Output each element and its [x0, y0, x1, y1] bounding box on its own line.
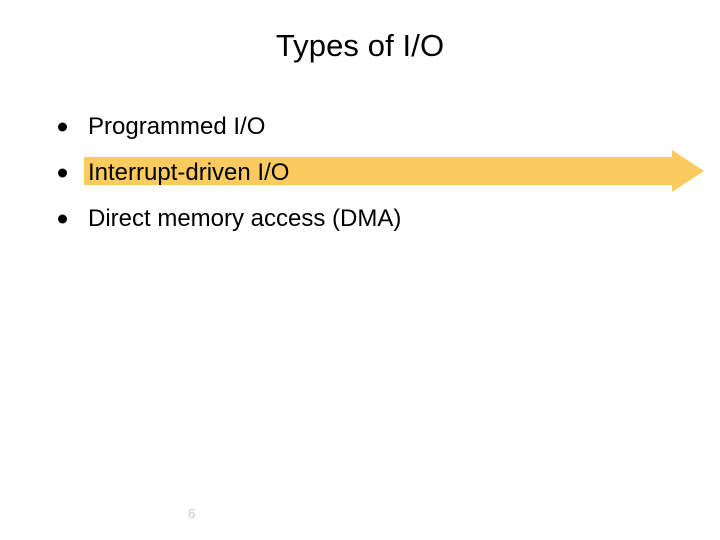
bullet-item-label-highlighted: Interrupt-driven I/O	[88, 159, 290, 186]
page-title: Types of I/O	[275, 28, 445, 63]
list-item: Programmed I/O	[0, 104, 720, 150]
bullet-list: Programmed I/O Interrupt-driven I/O Dire…	[0, 104, 720, 242]
bullet-point-icon	[58, 214, 67, 224]
bullet-point-icon	[58, 168, 67, 178]
bullet-item-label: Direct memory access (DMA)	[88, 205, 402, 232]
list-item: Direct memory access (DMA)	[0, 196, 720, 242]
page-number: 6	[188, 506, 196, 521]
bullet-item-label: Programmed I/O	[88, 113, 266, 140]
bullet-point-icon	[58, 122, 67, 132]
list-item: Interrupt-driven I/O	[0, 150, 720, 196]
